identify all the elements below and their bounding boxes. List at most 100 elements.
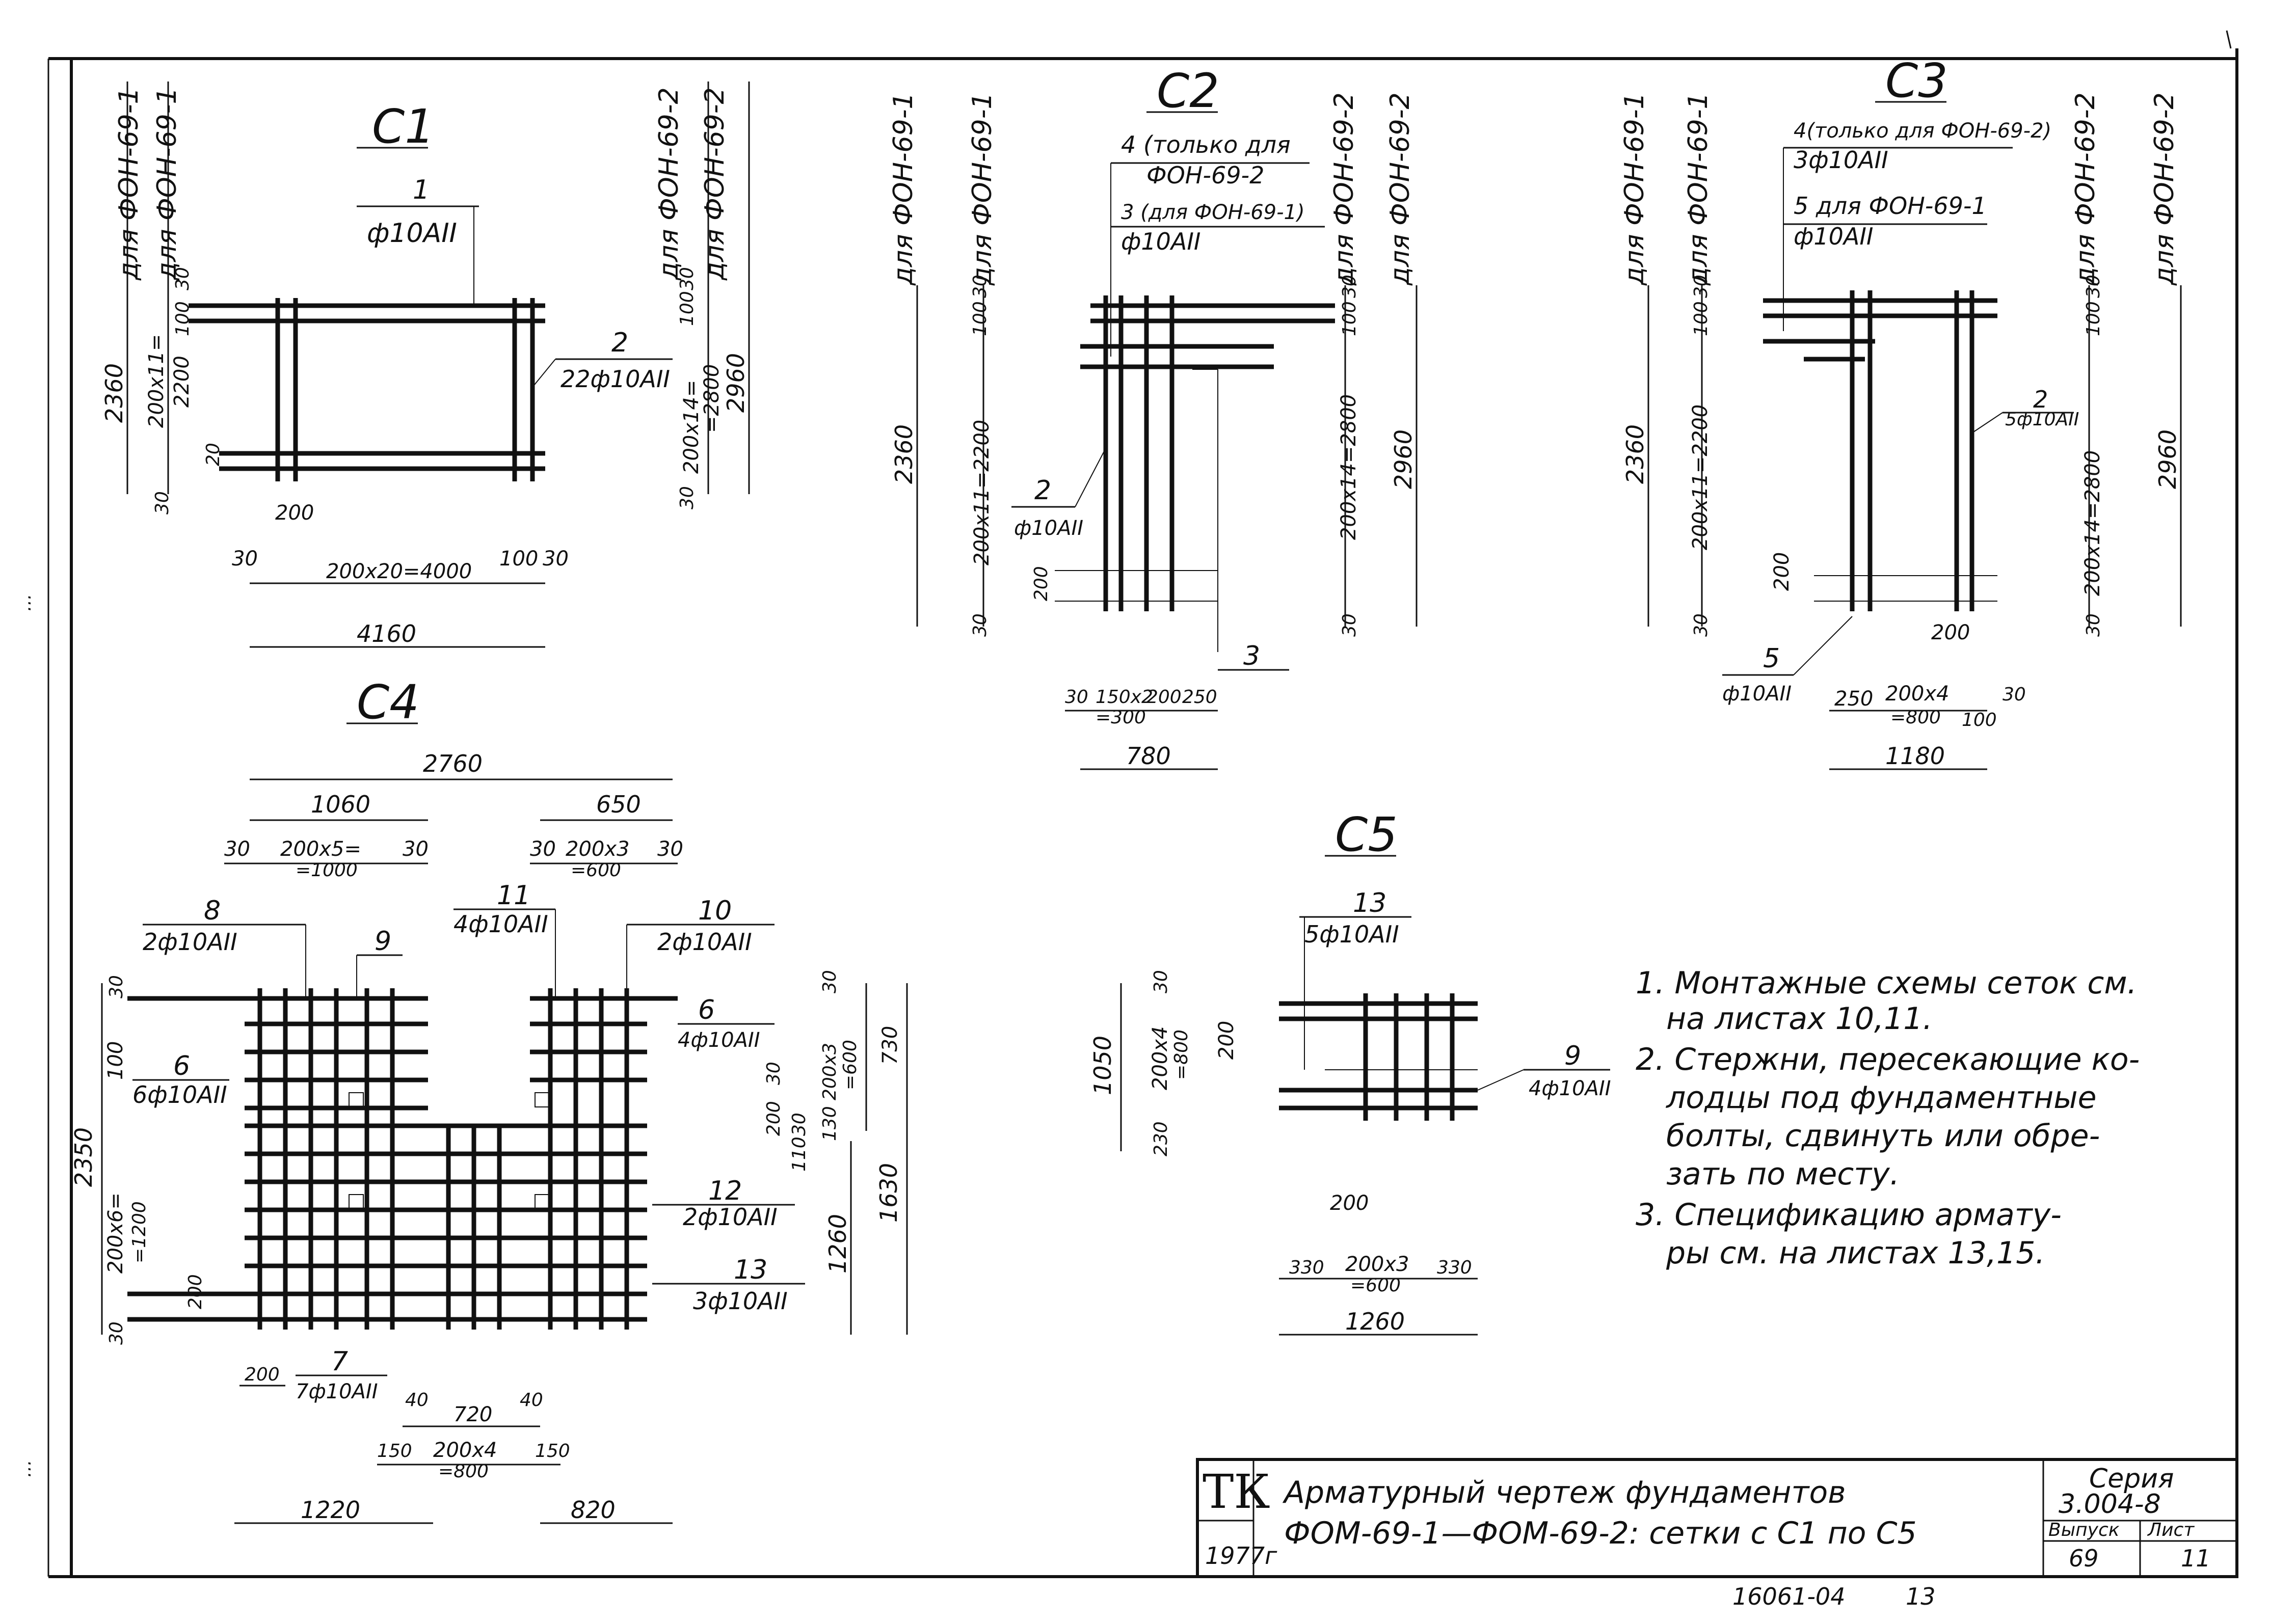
c5-mark13-spec: 5ф10АII: [1304, 921, 1399, 948]
c4-dim-30-d: 30: [657, 837, 683, 861]
c4-dim-40-a: 40: [405, 1390, 429, 1411]
c4-mark8-spec: 2ф10АII: [143, 928, 237, 956]
note-line-2: на листах 10,11.: [1666, 1001, 1933, 1037]
c1-dim-100: 100: [172, 301, 193, 336]
c2-mark3: 3: [1243, 641, 1260, 671]
mesh-c5: С5 13 5ф10АII 9 4ф10АII 1050 200х4 =800 …: [1089, 807, 1611, 1336]
c3-mark5-arrow: [1793, 616, 1853, 675]
c1-label-left-2: для ФОН-69-1: [152, 87, 182, 281]
c1-mark2-number: 2: [611, 328, 628, 358]
c4-mark13-spec: 3ф10АII: [693, 1287, 788, 1315]
c4-dim-200x3-b: 200х3: [819, 1043, 840, 1100]
c4-dim-1260: 1260: [824, 1214, 851, 1274]
c4-mark6b-number: 6: [698, 995, 715, 1025]
c3-dim-2360: 2360: [1621, 424, 1649, 484]
c1-dim-30-top: 30: [172, 267, 193, 290]
c5-mark13-number: 13: [1353, 888, 1386, 918]
side-text-bottom: ...: [14, 1460, 35, 1477]
c3-dim-30-b: 30: [1691, 613, 1712, 637]
stamp-year: 1977г: [1205, 1542, 1277, 1569]
issue-label: Выпуск: [2048, 1520, 2120, 1540]
c3-title: С3: [1885, 53, 1948, 108]
c1-dim-30-d: 30: [677, 267, 698, 290]
c1-dim-200x11: 200х11=: [145, 334, 168, 428]
footer-code: 16061-04: [1732, 1583, 1845, 1610]
mesh-c4: С4 2760 1060 650 30 200х5= =1000 30 30 2…: [70, 675, 908, 1524]
c4-dim-30-b: 30: [403, 837, 429, 861]
c4-dim-200-c: 200: [763, 1101, 784, 1136]
c1-dim-20: 20: [203, 443, 224, 466]
c1-dim-100-c: 100: [677, 291, 698, 326]
c2-dim-30-b: 30: [970, 613, 991, 637]
c3-dim-200x11: 200х11=2200: [1689, 404, 1712, 550]
c5-dim-330-b: 330: [1437, 1257, 1472, 1278]
c4-dim-720: 720: [453, 1403, 492, 1426]
c4-dim-1060: 1060: [311, 791, 370, 818]
c4-dim-200x5: 200х5=: [280, 837, 361, 861]
c2-note-3: 3 (для ФОН-69-1): [1121, 201, 1305, 224]
c3-dim-100-c: 100: [1962, 710, 1997, 730]
c2-dim-200x14: 200х14=2800: [1337, 394, 1360, 540]
c2-dim-200x11: 200х11=2200: [970, 420, 994, 565]
c4-mark6-number: 6: [173, 1051, 190, 1081]
c1-dim-4160: 4160: [357, 620, 416, 647]
c4-dim-1220: 1220: [301, 1496, 360, 1524]
c1-title: С1: [372, 99, 435, 154]
c1-dim-200x20: 200х20=4000: [326, 560, 472, 583]
c4-dim-110: 110: [789, 1136, 810, 1172]
c4-mark9: 9: [375, 926, 391, 957]
c3-dim-30-d: 30: [2083, 613, 2104, 637]
c4-dim-650: 650: [596, 791, 641, 818]
c3-mark2-number: 2: [2033, 386, 2048, 413]
c3-label-left-1: для ФОН-69-1: [1619, 92, 1650, 286]
c2-dim-200-b: 200: [1146, 687, 1182, 708]
note-line-8: ры см. на листах 13,15.: [1666, 1235, 2045, 1271]
c5-dim-800: =800: [1171, 1030, 1192, 1080]
c2-mark2-spec: ф10АII: [1014, 517, 1083, 540]
c5-dim-230: 230: [1151, 1121, 1171, 1156]
c4-dim-40-b: 40: [520, 1390, 543, 1411]
note-line-6: зать по месту.: [1666, 1156, 1900, 1192]
c3-dim-200: 200: [1770, 552, 1794, 591]
c3-dim-2960: 2960: [2154, 429, 2181, 489]
c4-mark10-spec: 2ф10АII: [657, 928, 752, 956]
c1-label-right-2: для ФОН-69-2: [700, 87, 730, 281]
c5-dim-1260: 1260: [1345, 1308, 1405, 1335]
c3-mark2-arrow: [1971, 412, 2003, 434]
c4-dim-30-f: 30: [106, 1321, 127, 1345]
c2-label-right-1: для ФОН-69-2: [1329, 92, 1359, 286]
frame-corner-tick: [2226, 30, 2232, 49]
series-label: Серия: [2089, 1464, 2174, 1494]
c1-dim-2360: 2360: [100, 363, 128, 423]
c2-dim-30-d: 30: [1339, 613, 1360, 637]
c2-dim-30-c: 30: [1339, 275, 1360, 298]
c1-mark2-arrow: [532, 359, 556, 388]
c3-dim-200x14: 200х14=2800: [2081, 450, 2104, 596]
c3-dim-100: 100: [1691, 301, 1712, 336]
c4-dim-820: 820: [571, 1496, 616, 1524]
c2-dim-2360: 2360: [890, 424, 918, 484]
c3-note-3: 5 для ФОН-69-1: [1794, 192, 1987, 220]
c4-dim-200x4: 200х4: [433, 1439, 497, 1462]
c4-mark6-spec: 6ф10АII: [132, 1081, 227, 1108]
c4-dim-30-e: 30: [106, 975, 127, 998]
c1-dim-2200: 2200: [170, 356, 194, 408]
c4-dim-30-h: 30: [763, 1062, 784, 1085]
c3-dim-200-b: 200: [1931, 621, 1970, 644]
c5-dim-200-b: 200: [1330, 1192, 1369, 1215]
c3-dim-250: 250: [1834, 687, 1873, 711]
c1-dim-200: 200: [275, 501, 314, 525]
c5-mark9-arrow: [1477, 1069, 1524, 1091]
c4-mark8-number: 8: [204, 896, 221, 926]
c1-mark1-number: 1: [413, 175, 430, 205]
c3-dim-200x4: 200х4: [1885, 682, 1949, 706]
c1-mark1-spec: ф10АII: [367, 218, 457, 249]
c1-mark2-spec: 22ф10АII: [560, 365, 670, 393]
c2-dim-30: 30: [970, 275, 991, 298]
c1-dim-100-b: 100: [499, 547, 538, 571]
c4-mark12-number: 12: [708, 1176, 742, 1206]
c4-dim-150-a: 150: [377, 1441, 412, 1461]
c1-dim-30-bottom: 30: [152, 491, 173, 515]
c4-mark12-spec: 2ф10АII: [683, 1203, 778, 1231]
